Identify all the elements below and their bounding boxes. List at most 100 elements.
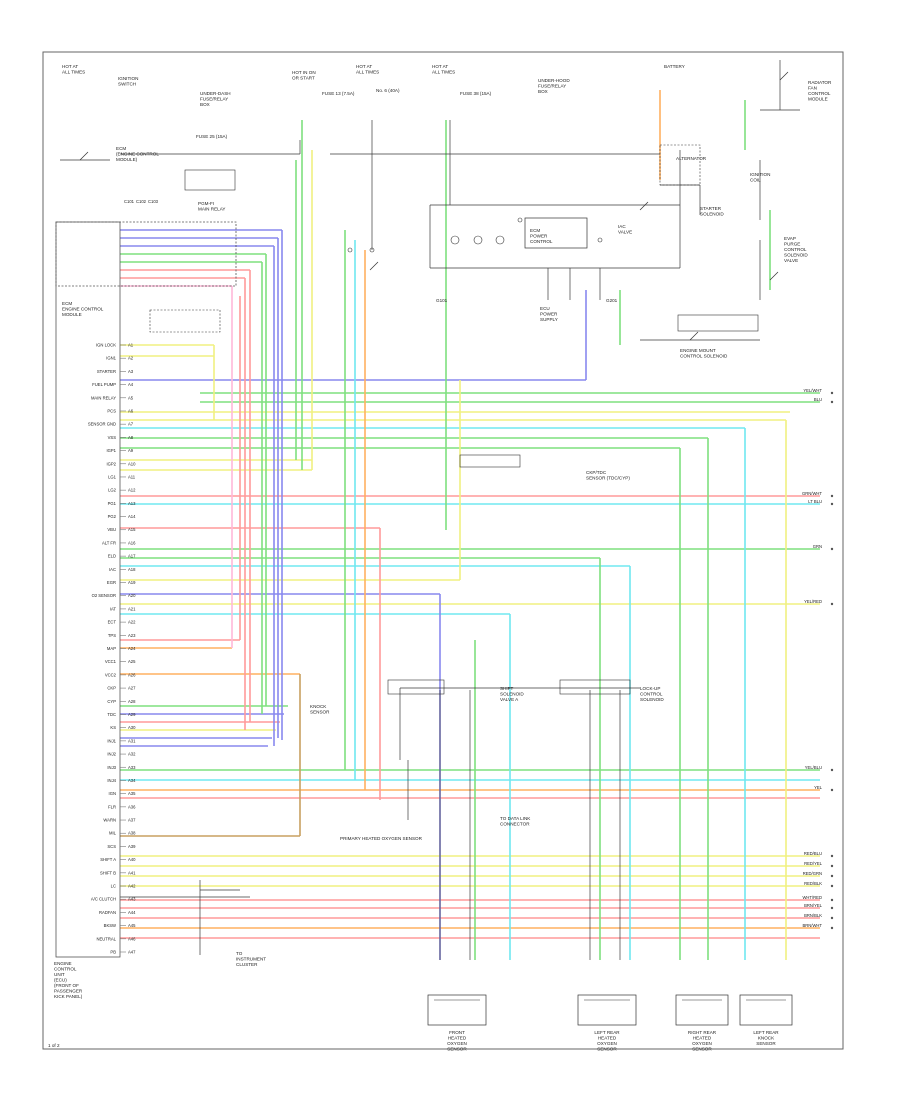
- ecm-pin-number: A25: [128, 659, 136, 664]
- ecm-pin-label: VBU: [107, 527, 116, 532]
- text-underhood-box: UNDER-HOOD: [538, 78, 570, 83]
- sensor-label: HEATED: [598, 1036, 617, 1041]
- terminal-label: BLU: [814, 397, 822, 402]
- ecm-pin-label: IGP1: [106, 448, 116, 453]
- ecm-pin-label: PB: [110, 950, 116, 955]
- ecm-header-pin: C101: [124, 199, 135, 204]
- ecm-pin-label: A/C CLUTCH: [91, 897, 116, 902]
- ecm-pin-label: INJ3: [107, 765, 116, 770]
- ecm-pin-number: A3: [128, 369, 134, 374]
- ecm-header-text: ECM: [116, 146, 126, 151]
- black-circuit-lines: [60, 60, 800, 960]
- relay-box: [524, 217, 588, 249]
- sensor-connector: [739, 994, 793, 1026]
- text-hot-always: ALL TIMES: [356, 70, 379, 75]
- ecm-pin-number: A12: [128, 488, 136, 493]
- coil-symbol: [495, 235, 505, 245]
- terminal-dot: [830, 788, 834, 792]
- text-starter: SOLENOID: [700, 212, 724, 217]
- ecm-pin-number: A42: [128, 884, 136, 889]
- ecm-pin-label: CKP: [107, 686, 116, 691]
- ecm-pin-number: A28: [128, 699, 136, 704]
- sensor-connector: [577, 994, 637, 1026]
- terminal-label: YEL/WHT: [803, 388, 822, 393]
- terminal-dot: [830, 602, 834, 606]
- ecm-pin-number: A17: [128, 554, 136, 559]
- diagram-frame: [42, 51, 844, 1050]
- coil-symbol: [450, 235, 460, 245]
- ecm-pin-label: EGR: [107, 580, 116, 585]
- text-fuse-box: FUSE/RELAY: [200, 97, 228, 102]
- connector-box: [559, 679, 631, 695]
- ecm-pin-number: A13: [128, 501, 136, 506]
- text-fuse-box: BOX: [200, 102, 210, 107]
- ecm-pin-label: MIL: [109, 831, 117, 836]
- page-number: 1 of 2: [48, 1043, 60, 1048]
- text-ground: G201: [606, 298, 618, 303]
- text-evap: CONTROL: [784, 247, 807, 252]
- fuse-box-outline: [659, 144, 701, 186]
- text-right-column: FAN: [808, 86, 817, 91]
- ecm-pin-label: PG2: [108, 514, 117, 519]
- ecm-pin-label: BKSW: [104, 923, 116, 928]
- ecm-pin-number: A40: [128, 857, 136, 862]
- ecm-pin-number: A37: [128, 818, 136, 823]
- terminal-dot: [830, 906, 834, 910]
- text-bottom-note: CONNECTOR: [500, 822, 530, 827]
- text-lockup-solenoid: SOLENOID: [640, 697, 664, 702]
- ecm-pin-label: SENSOR GND: [88, 422, 116, 427]
- terminal-dot: [830, 391, 834, 395]
- text-lockup-solenoid: CONTROL: [640, 692, 663, 697]
- ecm-pin-label: MAIN RELAY: [91, 395, 116, 400]
- ecm-pin-label: FUEL PUMP: [92, 382, 116, 387]
- connector-box: [149, 309, 221, 333]
- ecm-pin-number: A34: [128, 778, 136, 783]
- text-ignition-switch: IGNITION: [118, 76, 138, 81]
- ecm-pin-number: A26: [128, 672, 136, 677]
- text-underhood-box: BOX: [538, 89, 548, 94]
- ecm-pin-number: A43: [128, 897, 136, 902]
- terminal-label: YEL: [814, 785, 823, 790]
- text-right-side-note: INSTRUMENT: [236, 957, 266, 962]
- ecm-pin-number: A47: [128, 950, 136, 955]
- text-ignition-coil: COIL: [750, 178, 761, 183]
- ecm-pin-number: A20: [128, 593, 136, 598]
- text-fuse: FUSE 25 (15A): [196, 134, 228, 139]
- terminal-dot: [830, 874, 834, 878]
- ecm-pin-label: INJ1: [107, 738, 116, 743]
- terminal-dot: [830, 916, 834, 920]
- text-hot-label: ALL TIMES: [62, 70, 85, 75]
- sensor-label: KNOCK: [758, 1036, 775, 1041]
- text-knock-sensor: KNOCK: [310, 704, 327, 709]
- ecm-pin-number: A35: [128, 791, 136, 796]
- text-alternator: ALTERNATOR: [676, 156, 707, 161]
- ecm-pin-number: A15: [128, 527, 136, 532]
- sensor-label: FRONT: [449, 1030, 465, 1035]
- connector-box: [387, 679, 445, 695]
- ecm-pin-number: A14: [128, 514, 136, 519]
- ecm-pin-label: IGN1: [106, 356, 116, 361]
- ecm-pin-number: A29: [128, 712, 136, 717]
- ecm-pin-label: WARN: [103, 818, 116, 823]
- text-right-column: MODULE: [808, 97, 828, 102]
- ecm-header-pin: C102: [136, 199, 147, 204]
- ecm-pin-label: IAT: [110, 606, 117, 611]
- text-fuse-box: UNDER-DASH: [200, 91, 231, 96]
- text-right-side-note: TO: [236, 951, 243, 956]
- ecm-pin-label: INJ4: [107, 778, 116, 783]
- text-iac: VALVE: [618, 230, 632, 235]
- ecm-location-text: KICK PANEL): [54, 994, 83, 999]
- ecm-pin-number: A7: [128, 422, 134, 427]
- ground-symbol: [347, 247, 353, 253]
- ecm-pin-label: MAP: [107, 646, 116, 651]
- ecm-pin-label: FLR: [108, 804, 116, 809]
- text-fuse: FUSE 13 (7.5A): [322, 91, 355, 96]
- ecm-pin-label: STARTER: [97, 369, 116, 374]
- ecm-pin-number: A10: [128, 461, 136, 466]
- terminal-label: YEL/BLU: [805, 765, 822, 770]
- switch-symbol: [779, 71, 789, 81]
- ecm-pin-label: NEUTRAL: [96, 936, 116, 941]
